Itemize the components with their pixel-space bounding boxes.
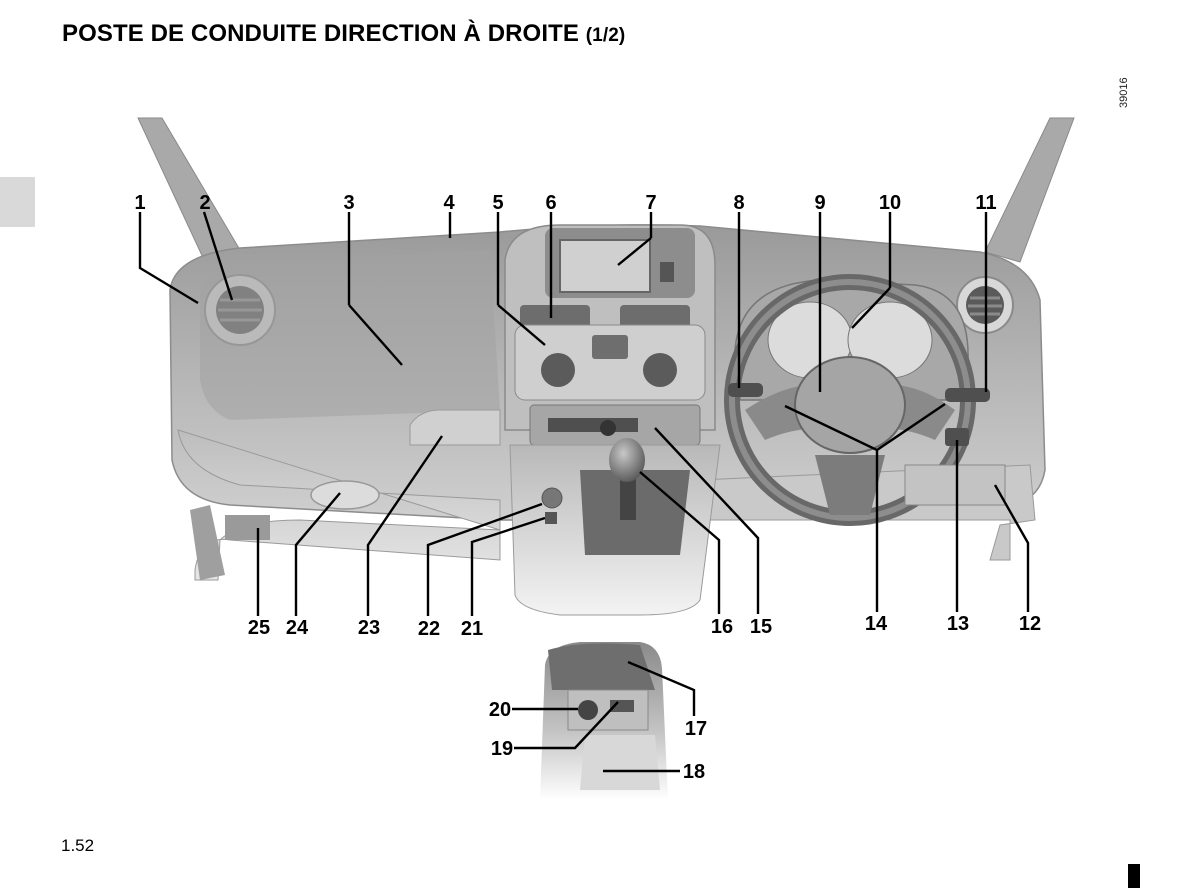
leader-lines (138, 211, 1030, 773)
callout-13: 13 (947, 613, 969, 635)
callout-8: 8 (733, 192, 744, 214)
left-footwell-support (190, 505, 225, 580)
callout-14: 14 (865, 613, 888, 635)
callout-17: 17 (685, 718, 707, 740)
callout-20: 20 (489, 699, 511, 721)
callout-7: 7 (645, 192, 656, 214)
callout-19: 19 (491, 738, 513, 760)
callout-10: 10 (879, 192, 901, 214)
callout-24: 24 (286, 617, 309, 639)
callout-6: 6 (545, 192, 556, 214)
callout-11: 11 (975, 192, 996, 214)
passenger-airbag-area (200, 250, 500, 420)
callout-labels: 1 2 3 4 5 6 7 8 9 10 11 12 13 14 15 16 1… (134, 192, 1041, 783)
left-bracket (225, 515, 270, 540)
callout-16: 16 (711, 616, 733, 638)
storage-compartment (409, 409, 501, 446)
ignition-switch (945, 428, 969, 446)
callout-25: 25 (248, 617, 270, 639)
callout-12: 12 (1019, 613, 1041, 635)
callout-5: 5 (492, 192, 503, 214)
callout-9: 9 (814, 192, 825, 214)
callout-18: 18 (683, 761, 705, 783)
callout-4: 4 (443, 192, 455, 214)
glovebox-handle (310, 480, 380, 510)
callout-22: 22 (418, 618, 440, 640)
switch-panel (904, 464, 1006, 506)
callout-21: 21 (461, 618, 483, 640)
center-stack (504, 224, 716, 446)
callout-15: 15 (750, 616, 772, 638)
gear-lever (609, 438, 645, 520)
left-stalk (728, 383, 763, 397)
page-title: POSTE DE CONDUITE DIRECTION À DROITE (1/… (62, 20, 625, 48)
corner-mark (1128, 864, 1140, 888)
title-main: POSTE DE CONDUITE DIRECTION À DROITE (62, 20, 579, 47)
armrest-console (540, 642, 668, 800)
callout-1: 1 (134, 192, 145, 214)
callout-3: 3 (343, 192, 354, 214)
callout-23: 23 (358, 617, 380, 639)
title-suffix: (1/2) (585, 25, 626, 46)
right-stalk (945, 388, 990, 402)
section-tab (0, 177, 35, 227)
callout-2: 2 (199, 192, 210, 214)
steering-wheel-hub (794, 356, 906, 454)
right-a-pillar (984, 117, 1075, 263)
page-number: 1.52 (61, 836, 95, 855)
left-a-pillar (137, 117, 241, 263)
